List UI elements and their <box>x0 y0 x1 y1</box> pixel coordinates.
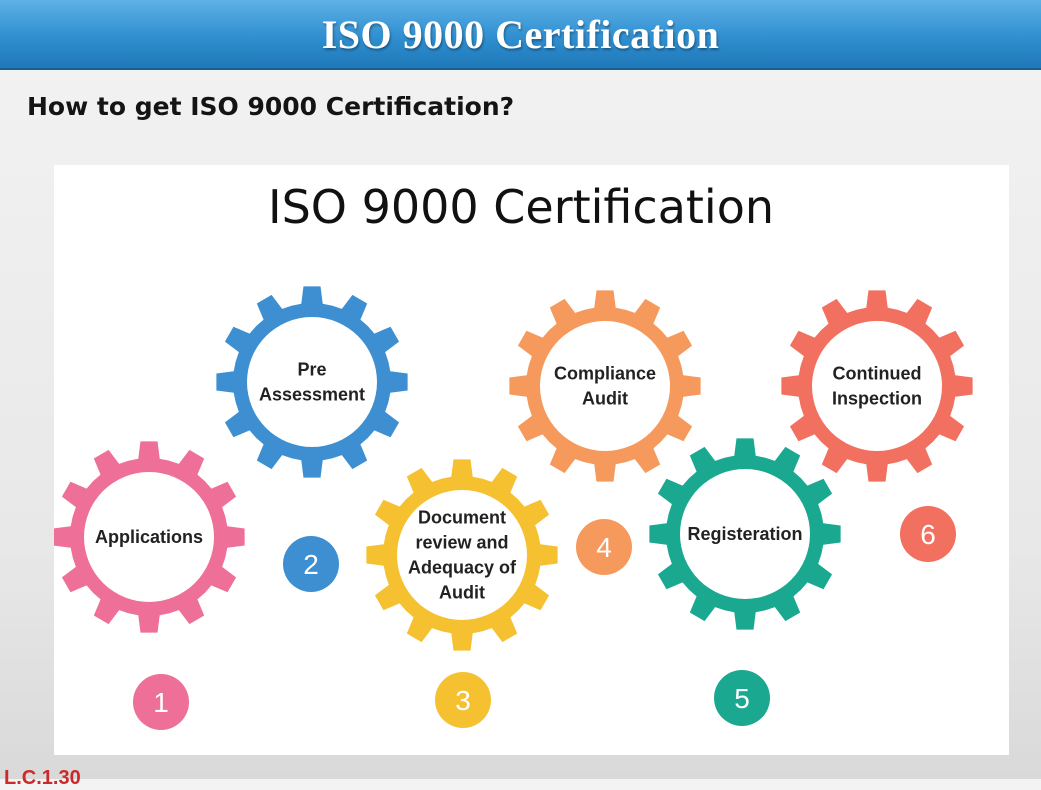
gear-label-line: Applications <box>95 527 203 547</box>
gear-label-line: Audit <box>439 583 485 603</box>
gear-label-line: Assessment <box>259 385 365 405</box>
step-number: 3 <box>455 685 471 716</box>
gear-label-line: Audit <box>582 389 628 409</box>
gear-center <box>540 321 670 451</box>
gear-label-line: Pre <box>297 360 326 380</box>
question-heading: How to get ISO 9000 Certification? <box>27 92 515 121</box>
slide-title: ISO 9000 Certification <box>321 11 720 57</box>
step-number: 2 <box>303 549 319 580</box>
step-number: 5 <box>734 683 750 714</box>
gear-center <box>812 321 942 451</box>
step-number-badge <box>576 519 632 575</box>
step-number-badge <box>133 674 189 730</box>
gear-label-line: Adequacy of <box>408 558 517 578</box>
gear-center <box>397 490 527 620</box>
step-number: 6 <box>920 519 936 550</box>
gear-label: Applications <box>95 527 203 547</box>
gear-label-line: Compliance <box>554 364 656 384</box>
gear-label: Registeration <box>687 524 802 544</box>
gear-center <box>84 472 214 602</box>
step-number: 1 <box>153 687 169 718</box>
title-bar: ISO 9000 Certification <box>0 0 1041 70</box>
figure-title: ISO 9000 Certification <box>268 180 774 234</box>
gear-label-line: Registeration <box>687 524 802 544</box>
gear-label-line: Document <box>418 508 506 528</box>
gear-step-5: Registeration 5 <box>649 438 841 726</box>
step-number-badge <box>714 670 770 726</box>
gear-label-line: Inspection <box>832 389 922 409</box>
step-number-badge <box>900 506 956 562</box>
step-number: 4 <box>596 532 612 563</box>
gear-center <box>680 469 810 599</box>
gear-label-line: review and <box>415 533 508 553</box>
step-number-badge <box>283 536 339 592</box>
gear-label-line: Continued <box>833 364 922 384</box>
gear-step-1: Applications 1 <box>54 441 245 730</box>
gear-center <box>247 317 377 447</box>
step-number-badge <box>435 672 491 728</box>
